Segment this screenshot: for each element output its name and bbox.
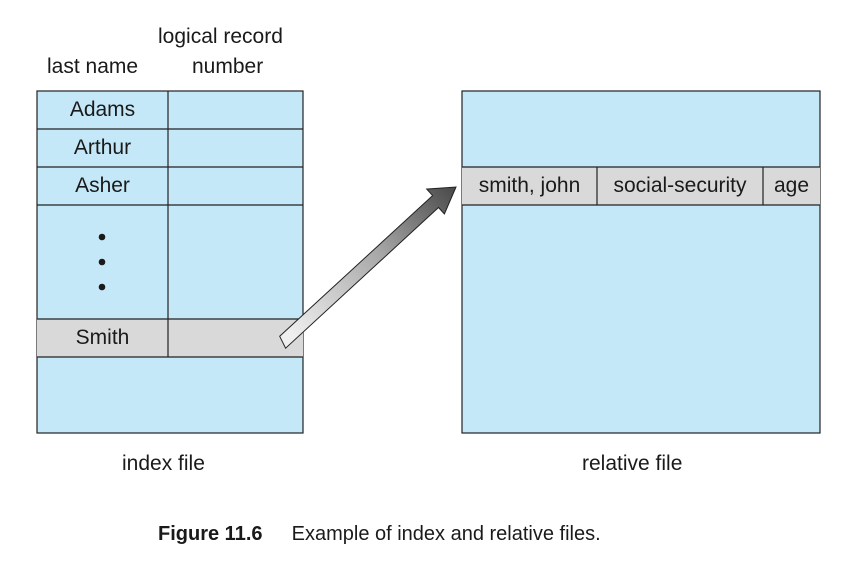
index-file-box: [36, 90, 304, 434]
figure-label: Figure 11.6: [158, 523, 263, 545]
figure-text: Example of index and relative files.: [291, 523, 601, 545]
relative-file-box: [461, 90, 821, 434]
index-row-arthur: Arthur: [73, 136, 132, 159]
header-logical-record-line1: logical record: [158, 25, 283, 48]
record-field-name: smith, john: [478, 174, 581, 197]
header-logical-record-line2: number: [192, 55, 264, 78]
figure-caption: Figure 11.6 Example of index and relativ…: [158, 523, 601, 546]
index-file-caption: index file: [122, 452, 205, 475]
record-field-ssn: social-security: [613, 174, 747, 197]
ellipsis-dot: [98, 283, 106, 291]
relative-record-bg: [462, 167, 820, 205]
index-row-smith-bg: [37, 319, 303, 357]
pointer-arrow: [279, 186, 457, 350]
ellipsis-dot: [98, 258, 106, 266]
index-row-asher: Asher: [75, 174, 130, 197]
ellipsis-dot: [98, 233, 106, 241]
index-row-adams: Adams: [69, 98, 136, 121]
header-last-name: last name: [47, 55, 139, 78]
relative-file-caption: relative file: [582, 452, 683, 475]
record-field-age: age: [773, 174, 810, 197]
index-row-smith: Smith: [75, 326, 130, 349]
